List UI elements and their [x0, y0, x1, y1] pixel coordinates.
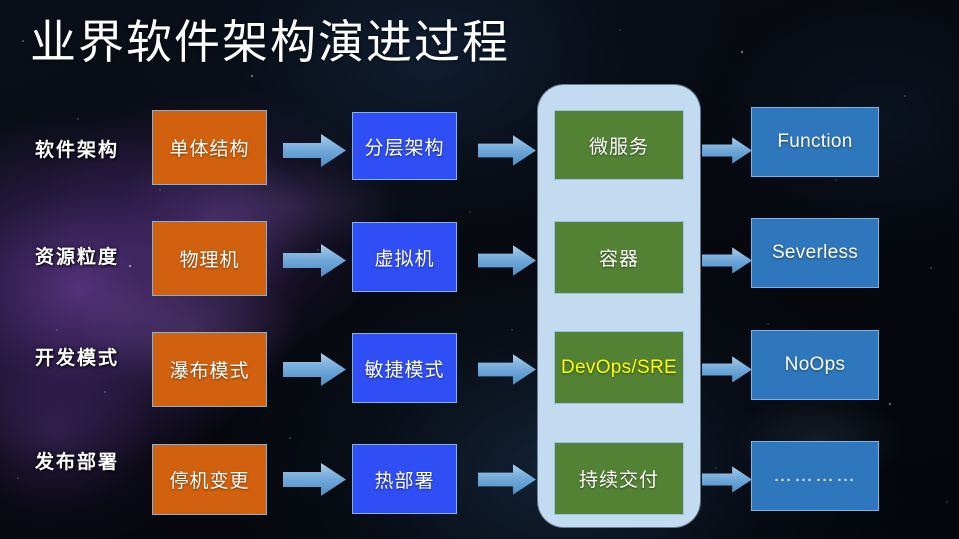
cell-resource-granularity-stage-1[interactable]: 物理机 [152, 221, 267, 296]
cell-software-architecture-stage-1[interactable]: 单体结构 [152, 110, 267, 185]
cell-development-mode-stage-1[interactable]: 瀑布模式 [152, 332, 267, 407]
row-label-software-architecture: 软件架构 [34, 140, 119, 161]
arrow-row3-stage1-to-stage2 [283, 353, 346, 386]
cell-label: 单体结构 [169, 139, 250, 160]
arrow-row1-stage2-to-stage3 [478, 135, 536, 166]
cell-release-deployment-stage-2[interactable]: 热部署 [352, 444, 457, 514]
cell-release-deployment-stage-1[interactable]: 停机变更 [152, 444, 267, 515]
cell-software-architecture-stage-2[interactable]: 分层架构 [352, 112, 457, 180]
arrow-row2-stage1-to-stage2 [283, 244, 346, 277]
arrow-row4-stage2-to-stage3 [478, 464, 536, 495]
cell-label: DevOps/SRE [561, 356, 677, 378]
cell-software-architecture-stage-3[interactable]: 微服务 [554, 110, 684, 180]
cell-label: 持续交付 [578, 470, 659, 491]
cell-release-deployment-stage-3[interactable]: 持续交付 [554, 442, 684, 515]
cell-release-deployment-stage-4[interactable]: ………… [751, 441, 879, 511]
arrow-row4-stage1-to-stage2 [283, 463, 346, 496]
cell-label: 分层架构 [364, 137, 445, 159]
arrow-row4-stage3-to-stage4 [702, 466, 752, 493]
arrow-row3-stage3-to-stage4 [702, 356, 752, 383]
cell-label: NoOps [784, 354, 846, 375]
cell-development-mode-stage-3[interactable]: DevOps/SRE [554, 331, 684, 404]
arrow-row2-stage2-to-stage3 [478, 245, 536, 276]
cell-label: 虚拟机 [374, 248, 435, 270]
cell-label: Function [777, 131, 853, 152]
cell-label: 微服务 [588, 136, 649, 158]
cell-development-mode-stage-4[interactable]: NoOps [751, 330, 879, 400]
page-title: 业界软件架构演进过程 [30, 16, 510, 68]
cell-resource-granularity-stage-2[interactable]: 虚拟机 [352, 222, 457, 292]
row-label-resource-granularity: 资源粒度 [34, 247, 119, 268]
cell-software-architecture-stage-4[interactable]: Function [751, 107, 879, 177]
arrow-row1-stage3-to-stage4 [702, 137, 752, 164]
cell-label: 容器 [598, 249, 639, 270]
cell-resource-granularity-stage-3[interactable]: 容器 [554, 221, 684, 294]
cell-development-mode-stage-2[interactable]: 敏捷模式 [352, 333, 457, 403]
cell-label: 物理机 [179, 250, 240, 271]
cell-label: 瀑布模式 [169, 361, 250, 382]
cell-label: Severless [771, 242, 859, 263]
cell-label: 停机变更 [169, 471, 250, 492]
cell-label: 敏捷模式 [364, 359, 445, 381]
cell-label: ………… [773, 465, 857, 486]
row-label-release-deployment: 发布部署 [34, 452, 119, 473]
row-label-development-mode: 开发模式 [34, 348, 119, 369]
arrow-row1-stage1-to-stage2 [283, 134, 346, 167]
cell-label: 热部署 [374, 470, 435, 492]
cell-resource-granularity-stage-4[interactable]: Severless [751, 218, 879, 288]
arrow-row3-stage2-to-stage3 [478, 354, 536, 385]
arrow-row2-stage3-to-stage4 [702, 247, 752, 274]
